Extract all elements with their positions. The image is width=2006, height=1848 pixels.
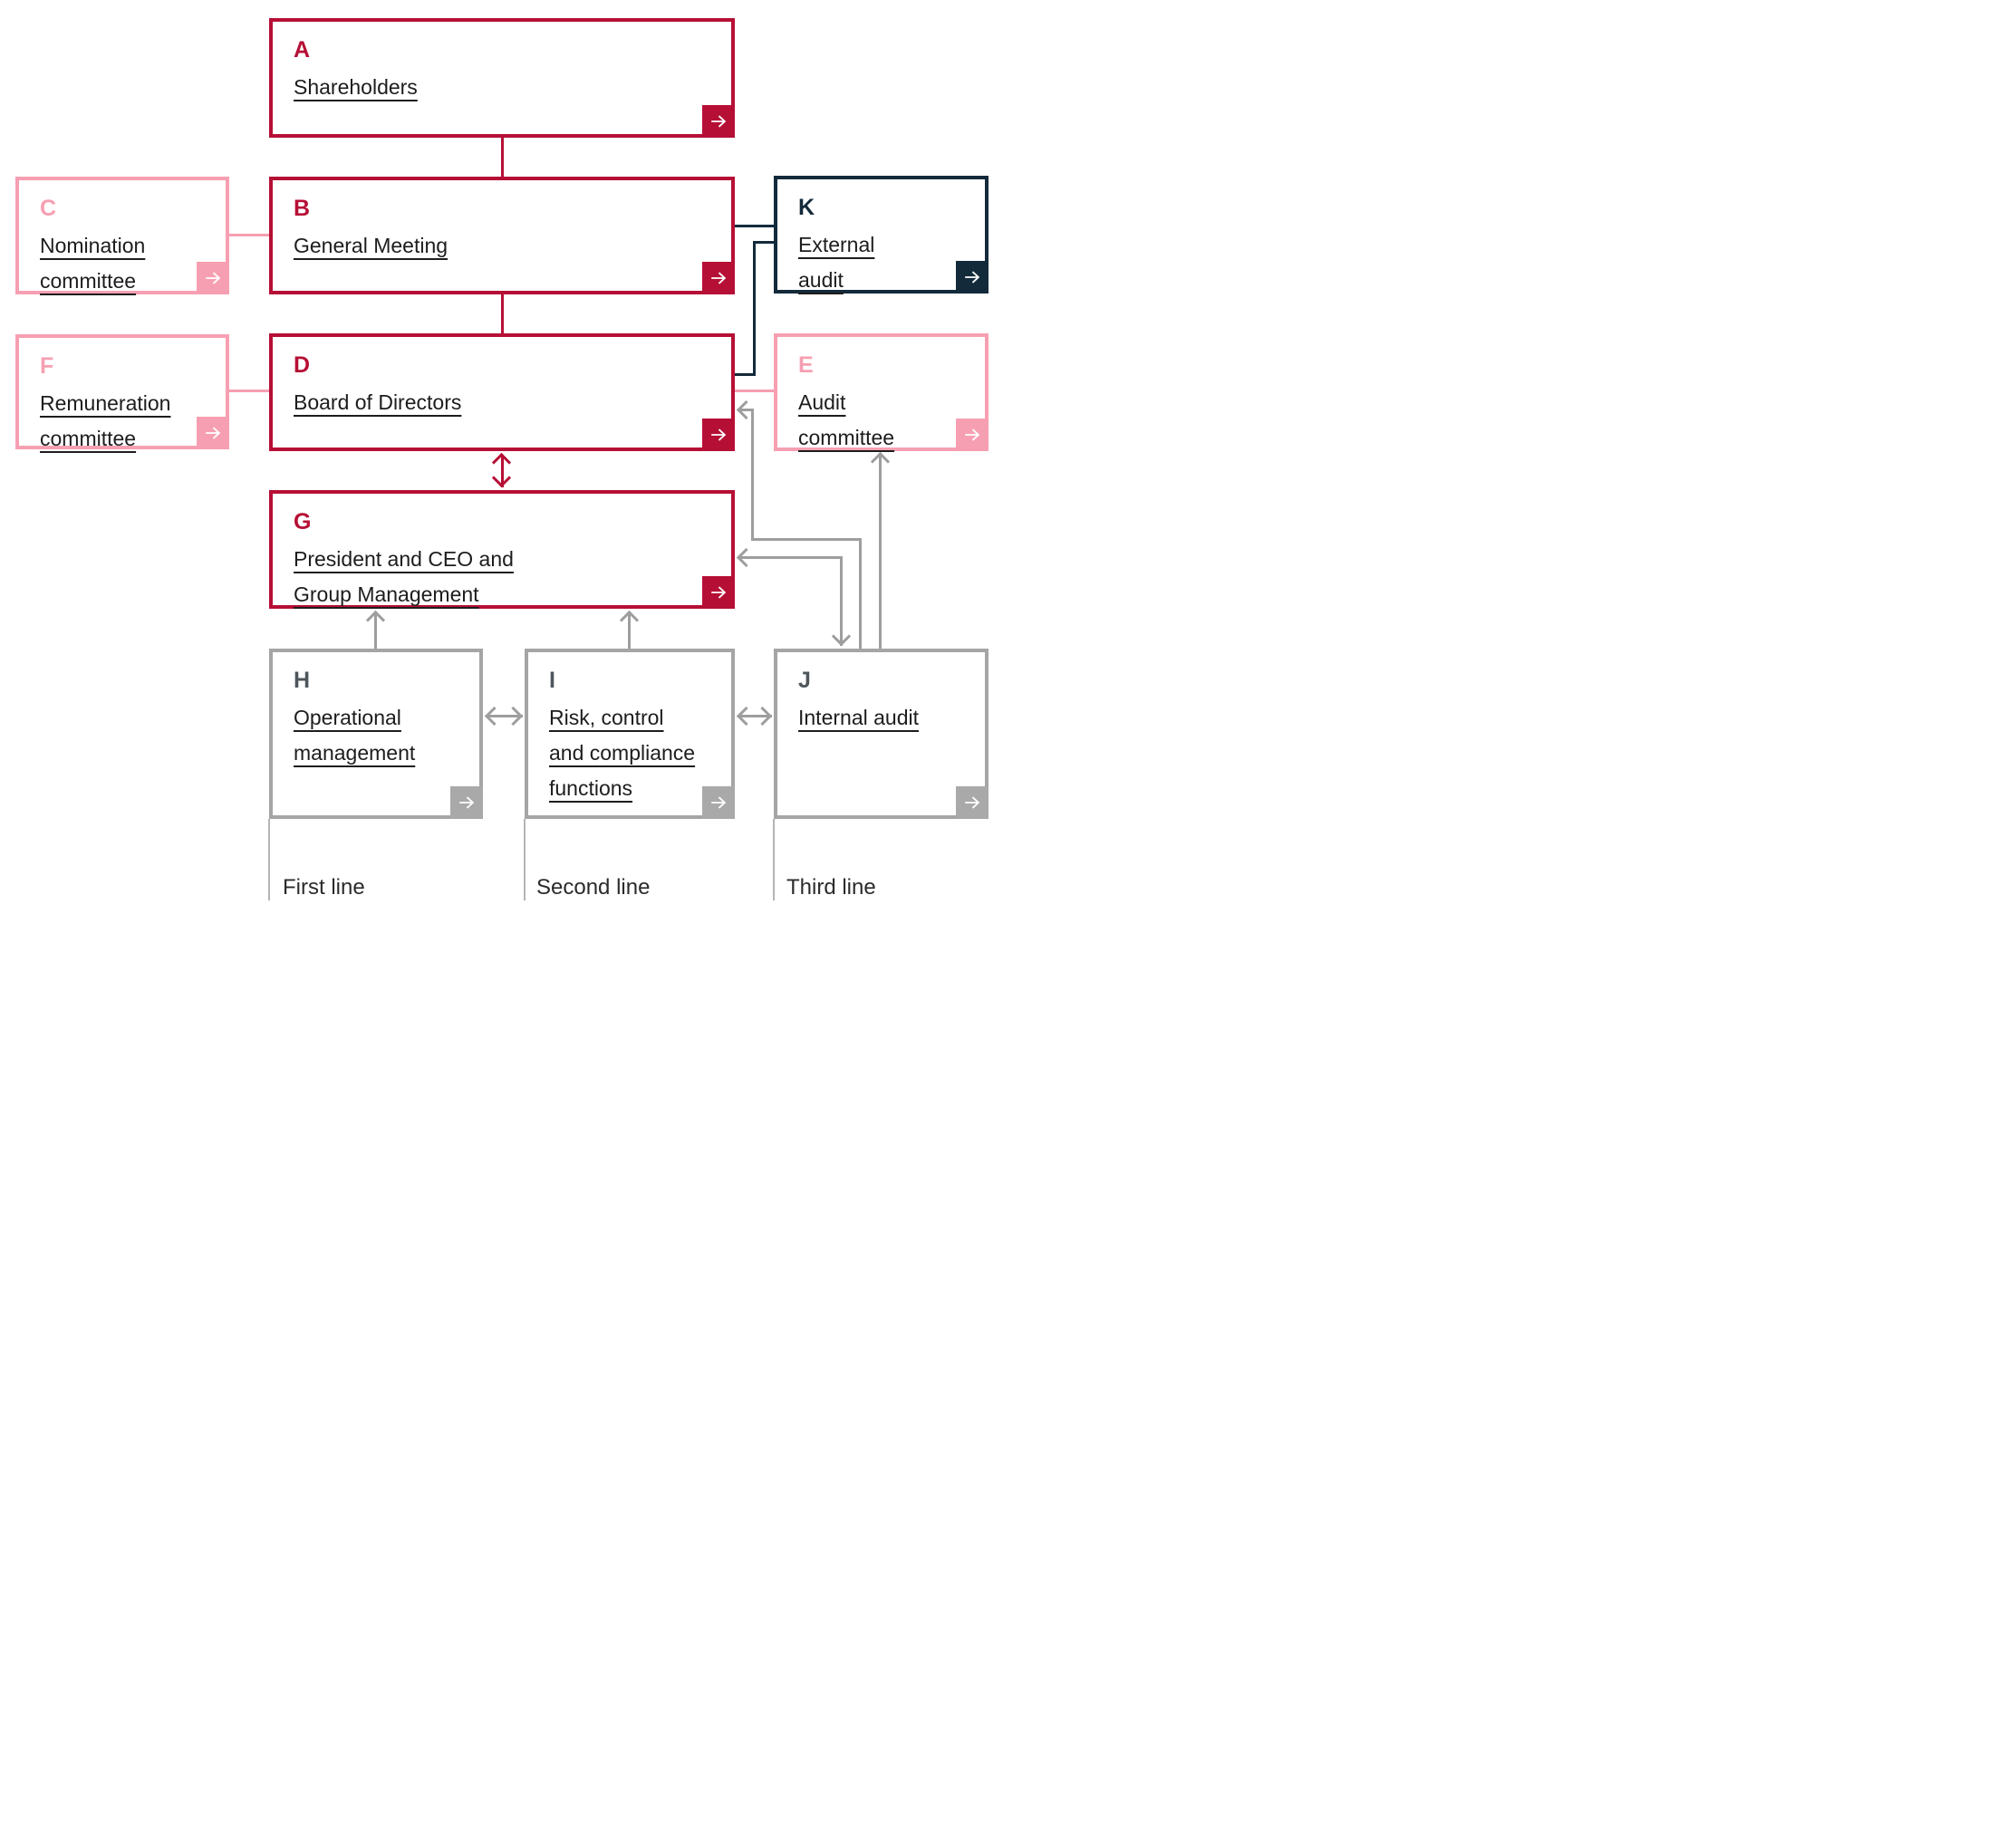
box-audit-committee[interactable]: E Audit committee xyxy=(774,333,989,451)
connector-operational-risk xyxy=(487,715,523,717)
box-letter: J xyxy=(798,668,811,693)
connector-internal-audit-board-seg2 xyxy=(751,538,862,541)
connector-nomination-general-meeting xyxy=(229,234,269,236)
connector-general-meeting-external-audit xyxy=(735,225,774,227)
box-title-link[interactable]: President and CEO and Group Management xyxy=(294,547,514,607)
box-title-link[interactable]: Internal audit xyxy=(798,706,919,729)
lane-rule-first xyxy=(268,819,270,900)
box-operational-management[interactable]: H Operational management xyxy=(269,649,483,819)
open-link-arrow-icon[interactable] xyxy=(702,262,735,294)
box-general-meeting[interactable]: B General Meeting xyxy=(269,177,735,294)
open-link-arrow-icon[interactable] xyxy=(702,786,735,819)
box-title-link[interactable]: Nomination committee xyxy=(40,234,146,294)
arrowhead-into-risk-icon xyxy=(503,706,524,727)
box-external-audit[interactable]: K External audit xyxy=(774,176,989,294)
connector-remuneration-board xyxy=(229,390,269,392)
connector-ceo-internal-audit-seg1 xyxy=(739,556,842,559)
box-internal-audit[interactable]: J Internal audit xyxy=(774,649,989,819)
open-link-arrow-icon[interactable] xyxy=(702,419,735,451)
connector-internal-audit-audit-committee xyxy=(879,455,882,649)
connector-internal-audit-board-seg3 xyxy=(751,409,754,541)
box-title-link[interactable]: Remuneration committee xyxy=(40,391,171,451)
arrowhead-into-internal-audit-icon xyxy=(831,626,852,647)
arrowhead-into-operational-icon xyxy=(484,706,505,727)
open-link-arrow-icon[interactable] xyxy=(197,417,229,449)
open-link-arrow-icon[interactable] xyxy=(197,262,229,294)
box-letter: E xyxy=(798,352,814,378)
lane-label-third-line: Third line xyxy=(786,875,876,900)
open-link-arrow-icon[interactable] xyxy=(956,419,989,451)
connector-risk-internal-audit xyxy=(738,715,772,717)
box-letter: K xyxy=(798,195,815,220)
open-link-arrow-icon[interactable] xyxy=(956,261,989,294)
connector-general-meeting-board xyxy=(501,294,504,333)
connector-shareholders-general-meeting xyxy=(501,138,504,177)
connector-board-audit-committee xyxy=(735,390,774,392)
box-title-link[interactable]: Risk, control and compliance functions xyxy=(549,706,696,801)
connector-board-ceo xyxy=(501,455,504,487)
open-link-arrow-icon[interactable] xyxy=(702,576,735,609)
connector-external-audit-board-seg1 xyxy=(753,241,774,244)
connector-risk-ceo xyxy=(628,612,631,649)
box-title-link[interactable]: Shareholders xyxy=(294,75,418,99)
box-title-link[interactable]: Audit committee xyxy=(798,390,895,450)
box-nomination-committee[interactable]: C Nomination committee xyxy=(15,177,229,294)
box-letter: D xyxy=(294,352,311,378)
open-link-arrow-icon[interactable] xyxy=(450,786,483,819)
box-board-of-directors[interactable]: D Board of Directors xyxy=(269,333,735,451)
connector-internal-audit-board-seg4 xyxy=(739,409,754,411)
box-letter: F xyxy=(40,353,54,379)
box-shareholders[interactable]: A Shareholders xyxy=(269,18,735,138)
arrowhead-risk-to-ceo-icon xyxy=(619,610,640,630)
box-title-link[interactable]: Board of Directors xyxy=(294,390,462,414)
arrowhead-into-internal-audit-left-icon xyxy=(752,706,773,727)
connector-external-audit-board-seg3 xyxy=(735,373,756,376)
box-president-ceo-group-management[interactable]: G President and CEO and Group Management xyxy=(269,490,735,609)
lane-label-second-line: Second line xyxy=(536,875,651,900)
arrowhead-operational-to-ceo-icon xyxy=(365,610,386,630)
box-letter: A xyxy=(294,37,311,63)
lane-rule-third xyxy=(773,819,775,900)
open-link-arrow-icon[interactable] xyxy=(956,786,989,819)
box-title-link[interactable]: External audit xyxy=(798,233,875,293)
box-title-link[interactable]: Operational management xyxy=(294,706,416,765)
box-letter: I xyxy=(549,668,555,693)
box-risk-control-compliance[interactable]: I Risk, control and compliance functions xyxy=(525,649,735,819)
box-letter: C xyxy=(40,196,57,221)
box-remuneration-committee[interactable]: F Remuneration committee xyxy=(15,334,229,450)
lane-label-first-line: First line xyxy=(283,875,365,900)
connector-ceo-internal-audit-seg2 xyxy=(840,556,843,646)
connector-internal-audit-board-seg1 xyxy=(859,538,862,649)
arrowhead-into-ceo-icon xyxy=(736,547,757,568)
lane-rule-second xyxy=(524,819,526,900)
arrowhead-down-to-ceo-icon xyxy=(491,467,512,488)
box-title-link[interactable]: General Meeting xyxy=(294,234,448,257)
connector-operational-ceo xyxy=(374,612,377,649)
connector-external-audit-board-seg2 xyxy=(753,241,756,376)
box-letter: H xyxy=(294,668,311,693)
governance-diagram: A Shareholders C Nomination committee B … xyxy=(0,0,1003,924)
box-letter: B xyxy=(294,196,311,221)
open-link-arrow-icon[interactable] xyxy=(702,105,735,138)
box-letter: G xyxy=(294,509,312,534)
